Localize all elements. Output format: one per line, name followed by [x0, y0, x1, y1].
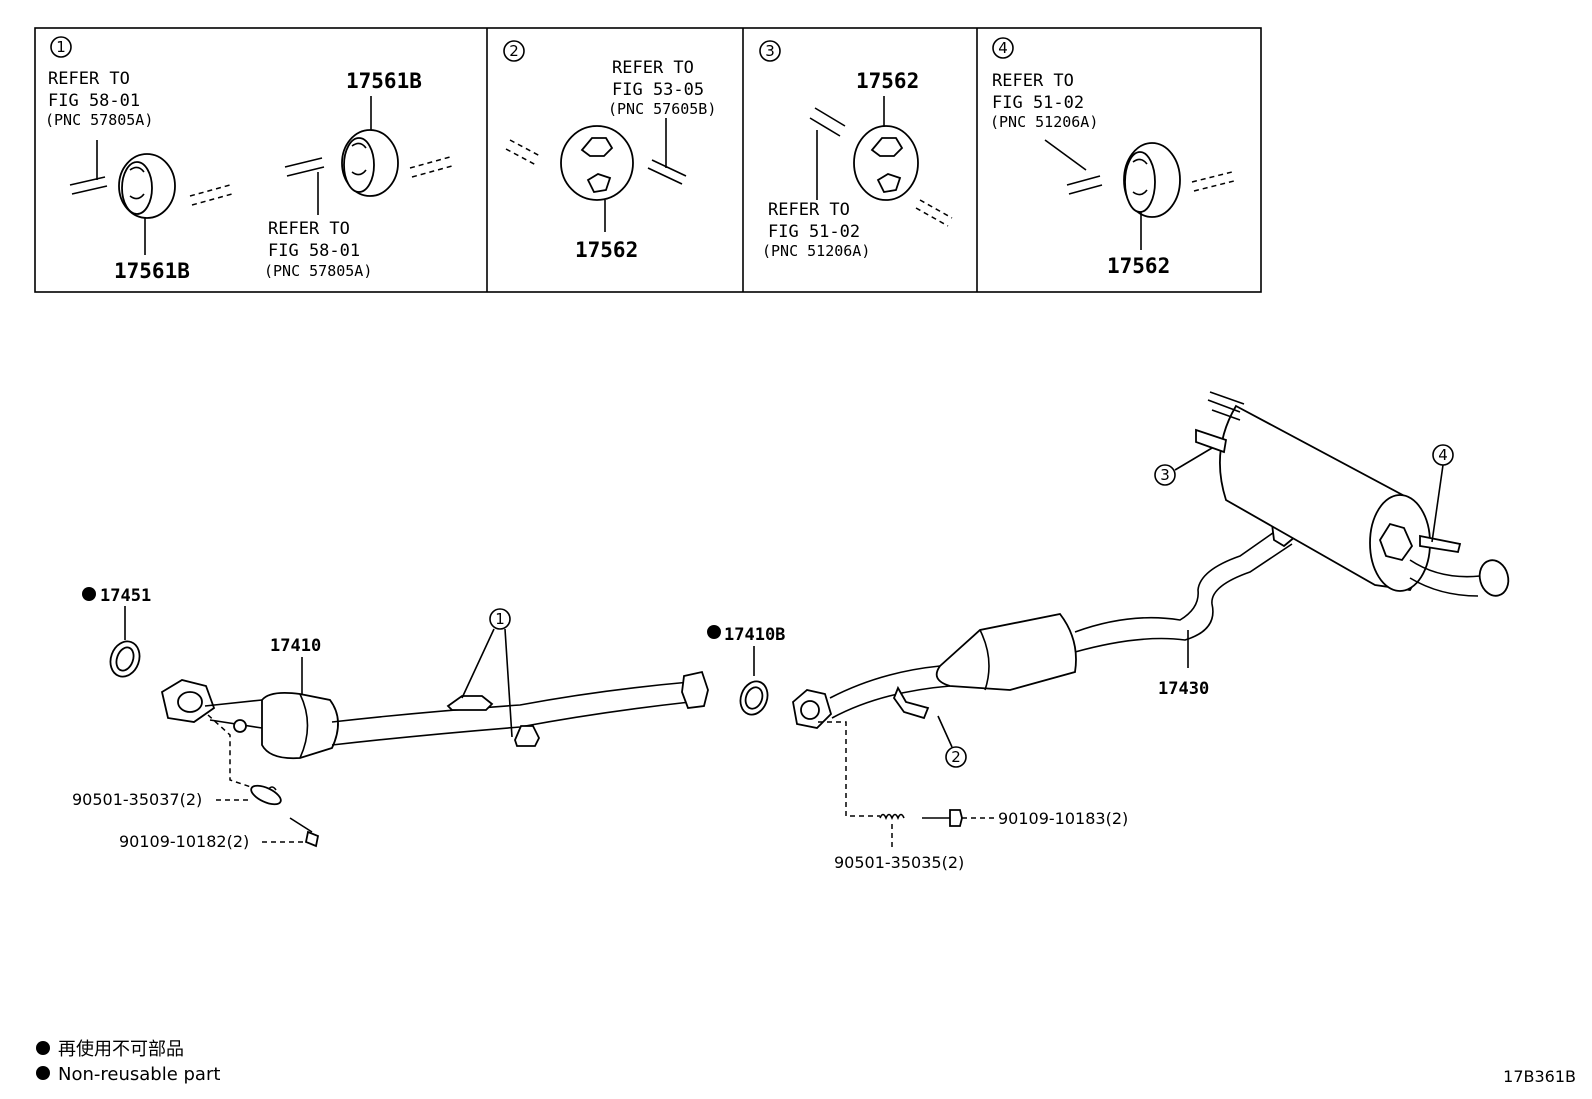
part-number-90109-10183: 90109-10183(2)	[998, 809, 1128, 828]
refer-pnc: (PNC 51206A)	[990, 113, 1098, 131]
refer-fig: FIG 51-02	[768, 222, 860, 242]
part-number-90501-35037: 90501-35037(2)	[72, 790, 202, 809]
non-reusable-dot	[36, 1041, 50, 1055]
detail-number: 4	[998, 39, 1008, 57]
front-pipe-17410: 17410 90501-35037(2) 90109-10182(2)	[72, 608, 709, 851]
spring-icon	[879, 813, 905, 821]
part-number-17561b: 17561B	[114, 259, 190, 283]
refer-label: REFER TO	[612, 58, 694, 78]
callout-circle	[489, 608, 511, 630]
part-number-17562: 17562	[575, 238, 638, 262]
refer-pnc: (PNC 57805A)	[45, 111, 153, 129]
refer-fig: FIG 58-01	[48, 91, 140, 111]
refer-label: REFER TO	[768, 200, 850, 220]
non-reusable-dot	[82, 587, 96, 601]
flange-bolt-icon	[922, 809, 963, 827]
detail-4: 4 REFER TO FIG 51-02 (PNC 51206A) 17562	[990, 37, 1235, 278]
spring-bolt-icon	[250, 784, 282, 806]
detail-2: 2 REFER TO FIG 53-05 (PNC 57605B) 17562	[503, 40, 716, 262]
legend: 再使用不可部品 Non-reusable part	[36, 1039, 220, 1085]
detail-1: 1 REFER TO FIG 58-01 (PNC 57805A) 17561B…	[45, 36, 453, 283]
callout-number: 3	[1160, 466, 1170, 484]
part-number-17430: 17430	[1158, 679, 1209, 699]
gasket-17410b: 17410B	[707, 625, 785, 716]
part-number-17451: 17451	[100, 586, 151, 606]
callout-circle	[1154, 464, 1176, 486]
refer-label: REFER TO	[992, 71, 1074, 91]
part-number-17562: 17562	[856, 69, 919, 93]
tail-pipe-17430: 17430 2 3 4 90109-10183(2) 90501-35035(2…	[792, 391, 1510, 872]
detail-number: 3	[765, 42, 775, 60]
figure-code: 17B361B	[1503, 1067, 1576, 1086]
gasket-17451: 17451	[82, 586, 151, 678]
rubber-hanger-icon	[69, 140, 233, 255]
detail-panel	[34, 27, 1262, 293]
detail-number-circle	[992, 37, 1014, 59]
flange-bolt-icon	[289, 817, 320, 848]
refer-label: REFER TO	[48, 69, 130, 89]
refer-fig: FIG 51-02	[992, 93, 1084, 113]
part-number-90109-10182: 90109-10182(2)	[119, 832, 249, 851]
detail-number: 2	[509, 42, 519, 60]
rubber-hanger-icon	[505, 118, 687, 232]
callout-circle	[945, 746, 967, 768]
callout-number: 2	[951, 748, 961, 766]
refer-label: REFER TO	[268, 219, 350, 239]
refer-fig: FIG 58-01	[268, 241, 360, 261]
part-number-17410: 17410	[270, 636, 321, 656]
part-number-17410b: 17410B	[724, 625, 785, 645]
part-number-90501-35035: 90501-35035(2)	[834, 853, 964, 872]
legend-jp: 再使用不可部品	[58, 1039, 184, 1060]
refer-fig: FIG 53-05	[612, 80, 704, 100]
legend-en: Non-reusable part	[58, 1064, 220, 1085]
detail-number-circle	[759, 40, 781, 62]
rubber-hanger-icon	[284, 96, 453, 215]
rubber-hanger-icon	[809, 96, 953, 227]
part-number-17561b: 17561B	[346, 69, 422, 93]
refer-pnc: (PNC 57605B)	[608, 100, 716, 118]
refer-pnc: (PNC 51206A)	[762, 242, 870, 260]
non-reusable-dot	[707, 625, 721, 639]
refer-pnc: (PNC 57805A)	[264, 262, 372, 280]
callout-number: 4	[1438, 446, 1448, 464]
detail-number-circle	[50, 36, 72, 58]
detail-number: 1	[56, 38, 66, 56]
detail-3: 3 17562 REFER TO FIG 51-02 (PNC 51206A)	[759, 40, 953, 260]
detail-number-circle	[503, 40, 525, 62]
part-number-17562: 17562	[1107, 254, 1170, 278]
callout-number: 1	[495, 610, 505, 628]
rubber-hanger-icon	[1044, 139, 1235, 250]
non-reusable-dot	[36, 1066, 50, 1080]
